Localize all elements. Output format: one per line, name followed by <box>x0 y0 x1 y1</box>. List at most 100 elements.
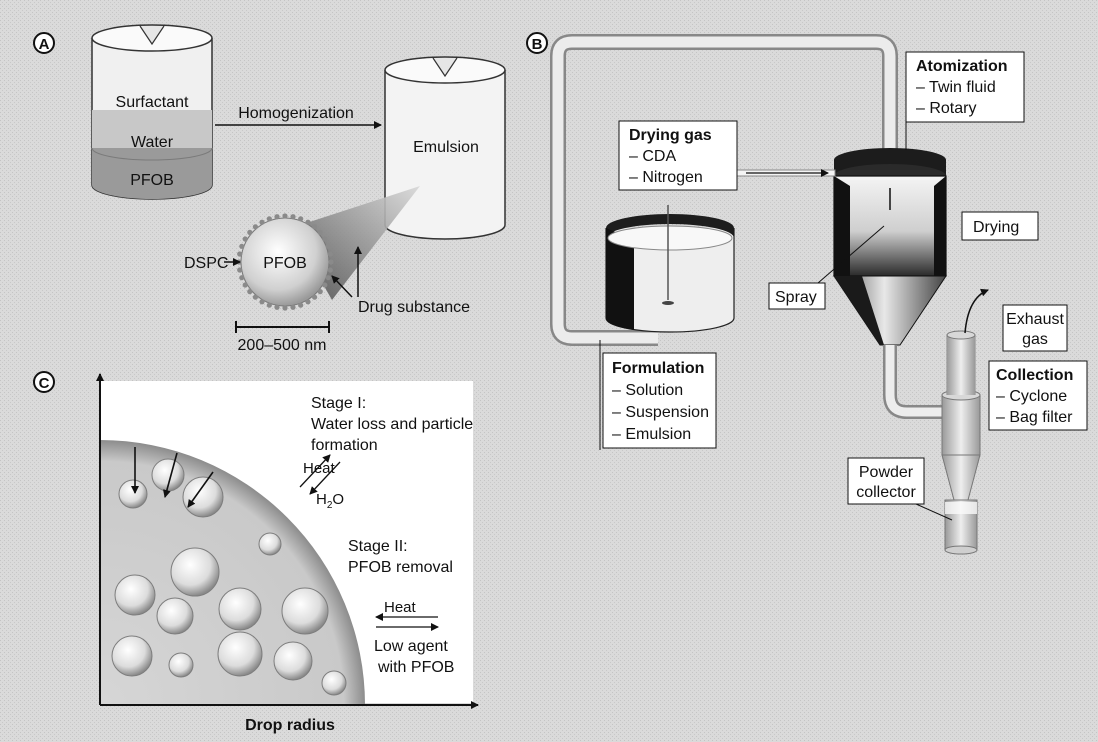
pfob-bubble <box>156 597 194 635</box>
particle-core-label: PFOB <box>263 255 307 272</box>
pfob-bubble <box>182 476 224 518</box>
dspc-bead <box>266 302 272 308</box>
pfob-bubble <box>258 532 282 556</box>
atomization-box <box>905 51 1025 150</box>
stage1-title: Stage I: <box>311 395 366 412</box>
dspc-bead <box>328 259 334 265</box>
drying-box <box>961 211 1039 241</box>
dspc-bead <box>239 275 245 281</box>
drying-chamber <box>833 148 947 346</box>
beaker-label-pfob: PFOB <box>130 172 174 189</box>
dspc-bead <box>317 229 323 235</box>
collection-item-cyclone: – Cyclone <box>996 388 1067 405</box>
scale-bar <box>235 321 330 333</box>
drug-substance-label: Drug substance <box>358 299 470 316</box>
formulation-title: Formulation <box>612 360 704 377</box>
drying-gas-item-nitrogen: – Nitrogen <box>629 169 703 186</box>
dspc-bead <box>282 305 288 311</box>
dspc-bead <box>247 289 253 295</box>
dspc-bead <box>312 294 318 300</box>
pfob-bubble <box>217 631 263 677</box>
exhaust-label-line2: gas <box>1022 331 1048 348</box>
dspc-bead <box>322 282 328 288</box>
panel-a-badge <box>33 32 55 54</box>
dspc-bead <box>317 289 323 295</box>
powder-collector-leader <box>915 503 953 521</box>
panel-c: C Drop radius Stage I: Water loss and pa… <box>33 371 479 734</box>
dspc-bead <box>242 236 248 242</box>
dspc-bead <box>290 214 296 220</box>
powder-collector-box <box>847 457 925 505</box>
dspc-bead <box>290 304 296 310</box>
dspc-bead <box>237 267 243 273</box>
spray-label: Spray <box>775 289 817 306</box>
homogenization-label: Homogenization <box>238 105 354 122</box>
panel-a-letter: A <box>39 36 50 53</box>
dspc-bead <box>322 236 328 242</box>
dspc-bead <box>298 216 304 222</box>
collection-box <box>988 360 1088 431</box>
pfob-bubble <box>118 479 148 509</box>
h2o-arrow <box>309 461 341 495</box>
h2o-label: H2O <box>316 491 344 511</box>
collection-title: Collection <box>996 367 1073 384</box>
panel-c-badge <box>33 371 55 393</box>
dspc-bead <box>252 224 258 230</box>
dspc-bead <box>325 275 331 281</box>
dspc-bead <box>237 251 243 257</box>
dspc-bead <box>266 216 272 222</box>
drying-label: Drying <box>973 219 1019 236</box>
panel-b-badge <box>526 32 548 54</box>
emulsion-beaker <box>384 56 506 240</box>
dspc-bead <box>259 299 265 305</box>
emulsion-particle <box>236 213 334 311</box>
pfob-bubble <box>321 670 347 696</box>
powder-collector-line1: Powder <box>859 464 914 481</box>
bubble-group <box>111 458 347 696</box>
formulation-item-suspension: – Suspension <box>612 404 709 421</box>
pfob-bubble <box>114 574 156 616</box>
powder-collector-line2: collector <box>856 484 916 501</box>
atomization-item-twin-fluid: – Twin fluid <box>916 79 996 96</box>
bubble-arrows <box>131 447 214 508</box>
dspc-bead <box>282 213 288 219</box>
drying-gas-item-cda: – CDA <box>629 148 676 165</box>
scale-bar-label: 200–500 nm <box>238 337 327 354</box>
heat-arrow-1 <box>299 454 331 488</box>
atomization-title: Atomization <box>916 58 1008 75</box>
low-agent-line1: Low agent <box>374 638 448 655</box>
dspc-bead <box>239 243 245 249</box>
pfob-bubble <box>273 641 313 681</box>
heat-label-2: Heat <box>384 599 417 616</box>
spray-leader <box>817 225 885 284</box>
formulation-item-emulsion: – Emulsion <box>612 426 691 443</box>
dspc-bead <box>305 299 311 305</box>
stage2-title: Stage II: <box>348 538 408 555</box>
pfob-bubble <box>168 652 194 678</box>
pfob-bubble <box>281 587 329 635</box>
panel-b: B <box>526 32 1088 555</box>
panel-c-letter: C <box>39 375 50 392</box>
dspc-bead <box>327 251 333 257</box>
x-axis-label: Drop radius <box>245 717 335 734</box>
formulation-tank <box>605 205 735 333</box>
panel-b-letter: B <box>532 36 543 53</box>
beaker-layers <box>91 24 213 200</box>
low-agent-line2: with PFOB <box>377 659 454 676</box>
dspc-bead <box>247 229 253 235</box>
collection-cyclone <box>883 330 981 555</box>
heat-label-1: Heat <box>303 460 336 477</box>
drop-quadrant <box>100 440 365 705</box>
dspc-bead <box>327 267 333 273</box>
beaker-label-water: Water <box>131 134 174 151</box>
drying-gas-inlet <box>736 169 836 177</box>
pfob-bubble <box>218 587 262 631</box>
dspc-bead <box>298 302 304 308</box>
spray-box <box>768 282 826 310</box>
drying-gas-title: Drying gas <box>629 127 712 144</box>
dspc-bead <box>242 282 248 288</box>
dspc-bead <box>325 243 331 249</box>
dspc-bead <box>252 294 258 300</box>
